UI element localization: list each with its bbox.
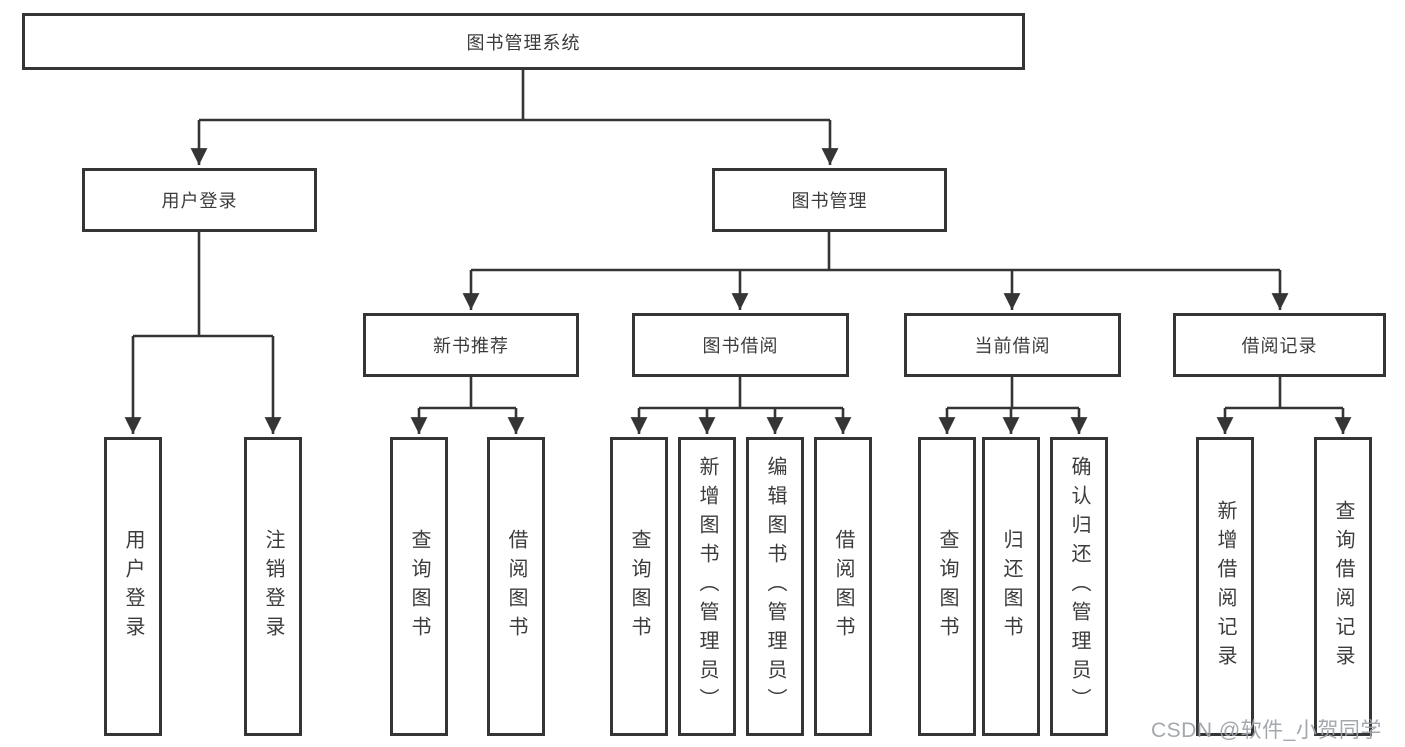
leaf-query-books-recommend: 查询图书 (390, 437, 448, 736)
leaf-return-books: 归还图书 (982, 437, 1040, 736)
node-new-book-recommend: 新书推荐 (363, 313, 579, 377)
leaf-add-borrow-record-label: 新增借阅记录 (1214, 499, 1236, 674)
node-user-login: 用户登录 (82, 168, 317, 232)
leaf-add-books-admin: 新增图书（管理员） (678, 437, 736, 736)
leaf-edit-books-admin-label: 编辑图书（管理员） (764, 456, 786, 717)
leaf-edit-books-admin: 编辑图书（管理员） (746, 437, 804, 736)
leaf-confirm-return-admin: 确认归还（管理员） (1050, 437, 1108, 736)
node-borrowing-record: 借阅记录 (1173, 313, 1386, 377)
leaf-return-books-label: 归还图书 (1000, 528, 1022, 645)
leaf-borrow-books: 借阅图书 (814, 437, 872, 736)
node-book-borrowing: 图书借阅 (632, 313, 849, 377)
leaf-add-books-admin-label: 新增图书（管理员） (696, 456, 718, 717)
node-new-book-recommend-label: 新书推荐 (433, 336, 509, 356)
leaf-query-books-current: 查询图书 (918, 437, 976, 736)
leaf-query-books-recommend-label: 查询图书 (408, 528, 430, 645)
node-book-management-label: 图书管理 (791, 191, 868, 211)
leaf-logout: 注销登录 (244, 437, 302, 736)
leaf-borrow-books-recommend-label: 借阅图书 (505, 528, 527, 645)
leaf-logout-label: 注销登录 (262, 528, 284, 645)
node-user-login-label: 用户登录 (161, 191, 238, 211)
leaf-user-login: 用户登录 (104, 437, 162, 736)
node-book-borrowing-label: 图书借阅 (702, 336, 779, 356)
node-current-borrowing-label: 当前借阅 (974, 336, 1051, 356)
node-library-management-system-label: 图书管理系统 (466, 32, 581, 53)
leaf-confirm-return-admin-label: 确认归还（管理员） (1068, 456, 1090, 717)
leaf-query-books-borrowing-label: 查询图书 (628, 528, 650, 645)
leaf-query-borrow-record-label: 查询借阅记录 (1332, 499, 1354, 674)
leaf-query-books-current-label: 查询图书 (936, 528, 958, 645)
node-library-management-system: 图书管理系统 (22, 13, 1025, 70)
node-current-borrowing: 当前借阅 (904, 313, 1121, 377)
leaf-user-login-label: 用户登录 (122, 528, 144, 645)
csdn-watermark: CSDN @软件_小贺同学 (1151, 719, 1382, 742)
node-borrowing-record-label: 借阅记录 (1241, 336, 1318, 356)
leaf-borrow-books-recommend: 借阅图书 (487, 437, 545, 736)
leaf-add-borrow-record: 新增借阅记录 (1196, 437, 1254, 736)
leaf-query-borrow-record: 查询借阅记录 (1314, 437, 1372, 736)
leaf-borrow-books-label: 借阅图书 (832, 528, 854, 645)
node-book-management: 图书管理 (712, 168, 947, 232)
leaf-query-books-borrowing: 查询图书 (610, 437, 668, 736)
